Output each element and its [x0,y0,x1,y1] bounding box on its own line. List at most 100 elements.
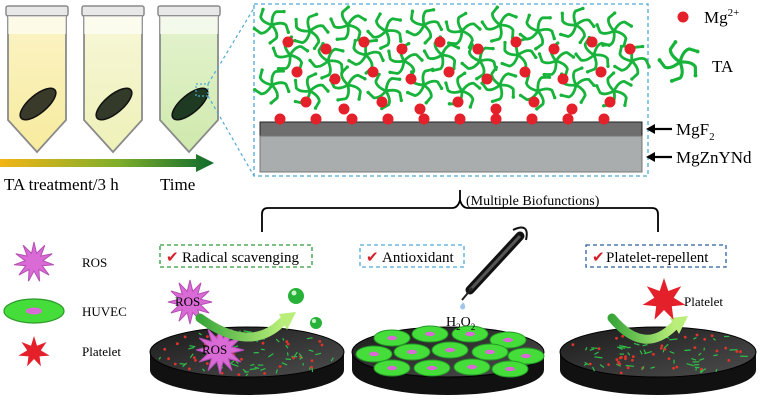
mg-ion [452,96,464,108]
tube-3 [157,5,221,154]
treatment-label: TA treatment/3 h [4,175,119,194]
ta-legend-label: TA [712,57,734,76]
ta-molecule [293,12,330,51]
repel-arrow-head [670,316,688,334]
bracket-label: (Multiple Biofunctions) [466,194,600,209]
mg-ion [367,66,379,78]
mg-ion [566,103,578,115]
mg-ion [338,103,350,115]
nucleus-icon [427,365,437,371]
substrate-label: MgZnYNd [676,148,752,167]
function-label: Platelet-repellent [606,250,709,266]
mg-ion [548,43,560,55]
nucleus-icon [503,337,513,343]
ta-molecule [480,65,518,104]
side-legend [3,241,65,367]
mg-ion [481,73,493,85]
ta-molecule [366,72,403,111]
mg-ion [405,73,417,85]
ta-molecule [366,12,403,50]
mg-ion [443,66,455,78]
neutralized-sphere [310,317,322,329]
nucleus-icon [465,331,475,337]
mg-ion [346,113,358,125]
time-arrow [0,154,214,172]
mg-ion [282,36,294,48]
ta-molecule [252,7,291,45]
mg-ion [434,36,446,48]
mg-ion [454,113,466,125]
function-label: Radical scavenging [182,250,300,266]
mg-ion-legend-icon [677,11,689,23]
ros-text-upper: ROS [175,294,200,309]
check-icon: ✔ [592,250,605,266]
zoom-line-bottom [207,95,255,177]
nucleus-icon [467,364,477,370]
function-box-platelet-repellent: ✔ Platelet-repellent [585,244,727,268]
biofunction-bracket [261,190,659,232]
sample-disk-2 [95,87,133,121]
zoom-line-top [207,7,255,85]
mg-ion [382,113,394,125]
mg-ion [376,96,388,108]
substrate-layer [259,135,643,173]
function-box-antioxidant: ✔ Antioxidant [359,244,465,268]
mg-ion [329,73,341,85]
scavenge-arrow-head [279,312,296,330]
ta-molecule [444,11,482,50]
droplet-icon [460,302,466,310]
mg-ion [490,103,502,115]
scavenge-arrow [195,313,287,342]
mg-ion [358,36,370,48]
mg-ion [604,96,616,108]
ros-text-lower: ROS [202,342,227,357]
nucleus-icon [521,353,531,359]
neutralized-sphere [288,288,304,304]
function-label: Antioxidant [382,250,454,266]
mg-ion [519,66,531,78]
ta-legend-icon [657,40,700,83]
disk-platelet-repellent [559,326,757,395]
ta-molecule [559,6,596,45]
ta-network [252,5,651,111]
mgf2-label: MgF2 [676,120,715,143]
nucleus-icon [407,349,417,355]
nucleus-icon [505,366,515,372]
mg-ion [586,36,598,48]
zoom-box [195,83,209,97]
mg-ion [595,66,607,78]
check-icon: ✔ [166,250,179,266]
ros-legend-icon [14,241,54,282]
time-label: Time [160,175,195,194]
check-icon: ✔ [366,250,379,266]
mg-ion [414,103,426,115]
mg-ion-layer [274,36,636,125]
mg-ion [562,113,574,125]
huvec-legend-label: HUVEC [82,304,127,319]
mg-ion [320,43,332,55]
platelet-shape [642,278,686,320]
mg-ion [396,43,408,55]
mg-ion [291,66,303,78]
nucleus-icon [485,349,495,355]
mg-ion [300,96,312,108]
ta-molecule [253,68,291,105]
nucleus-icon [425,331,435,337]
function-box-radical-scavenging: ✔ Radical scavenging [159,244,313,268]
mgf2-pointer [646,124,672,134]
huvec-cells [355,325,545,378]
surface-texture [571,328,748,375]
repel-arrow [607,313,679,344]
nucleus-icon [387,365,397,371]
pipette-icon [460,226,528,310]
mg-ion [310,113,322,125]
mg-ion [598,113,610,125]
disk-radical-scavenging [149,326,345,395]
ta-molecule [657,40,700,83]
substrate-pointer [646,152,672,162]
ta-molecule [329,5,367,42]
sample-disk-1 [19,87,57,121]
platelet-legend-label: Platelet [82,344,121,359]
nucleus-icon [387,335,397,341]
